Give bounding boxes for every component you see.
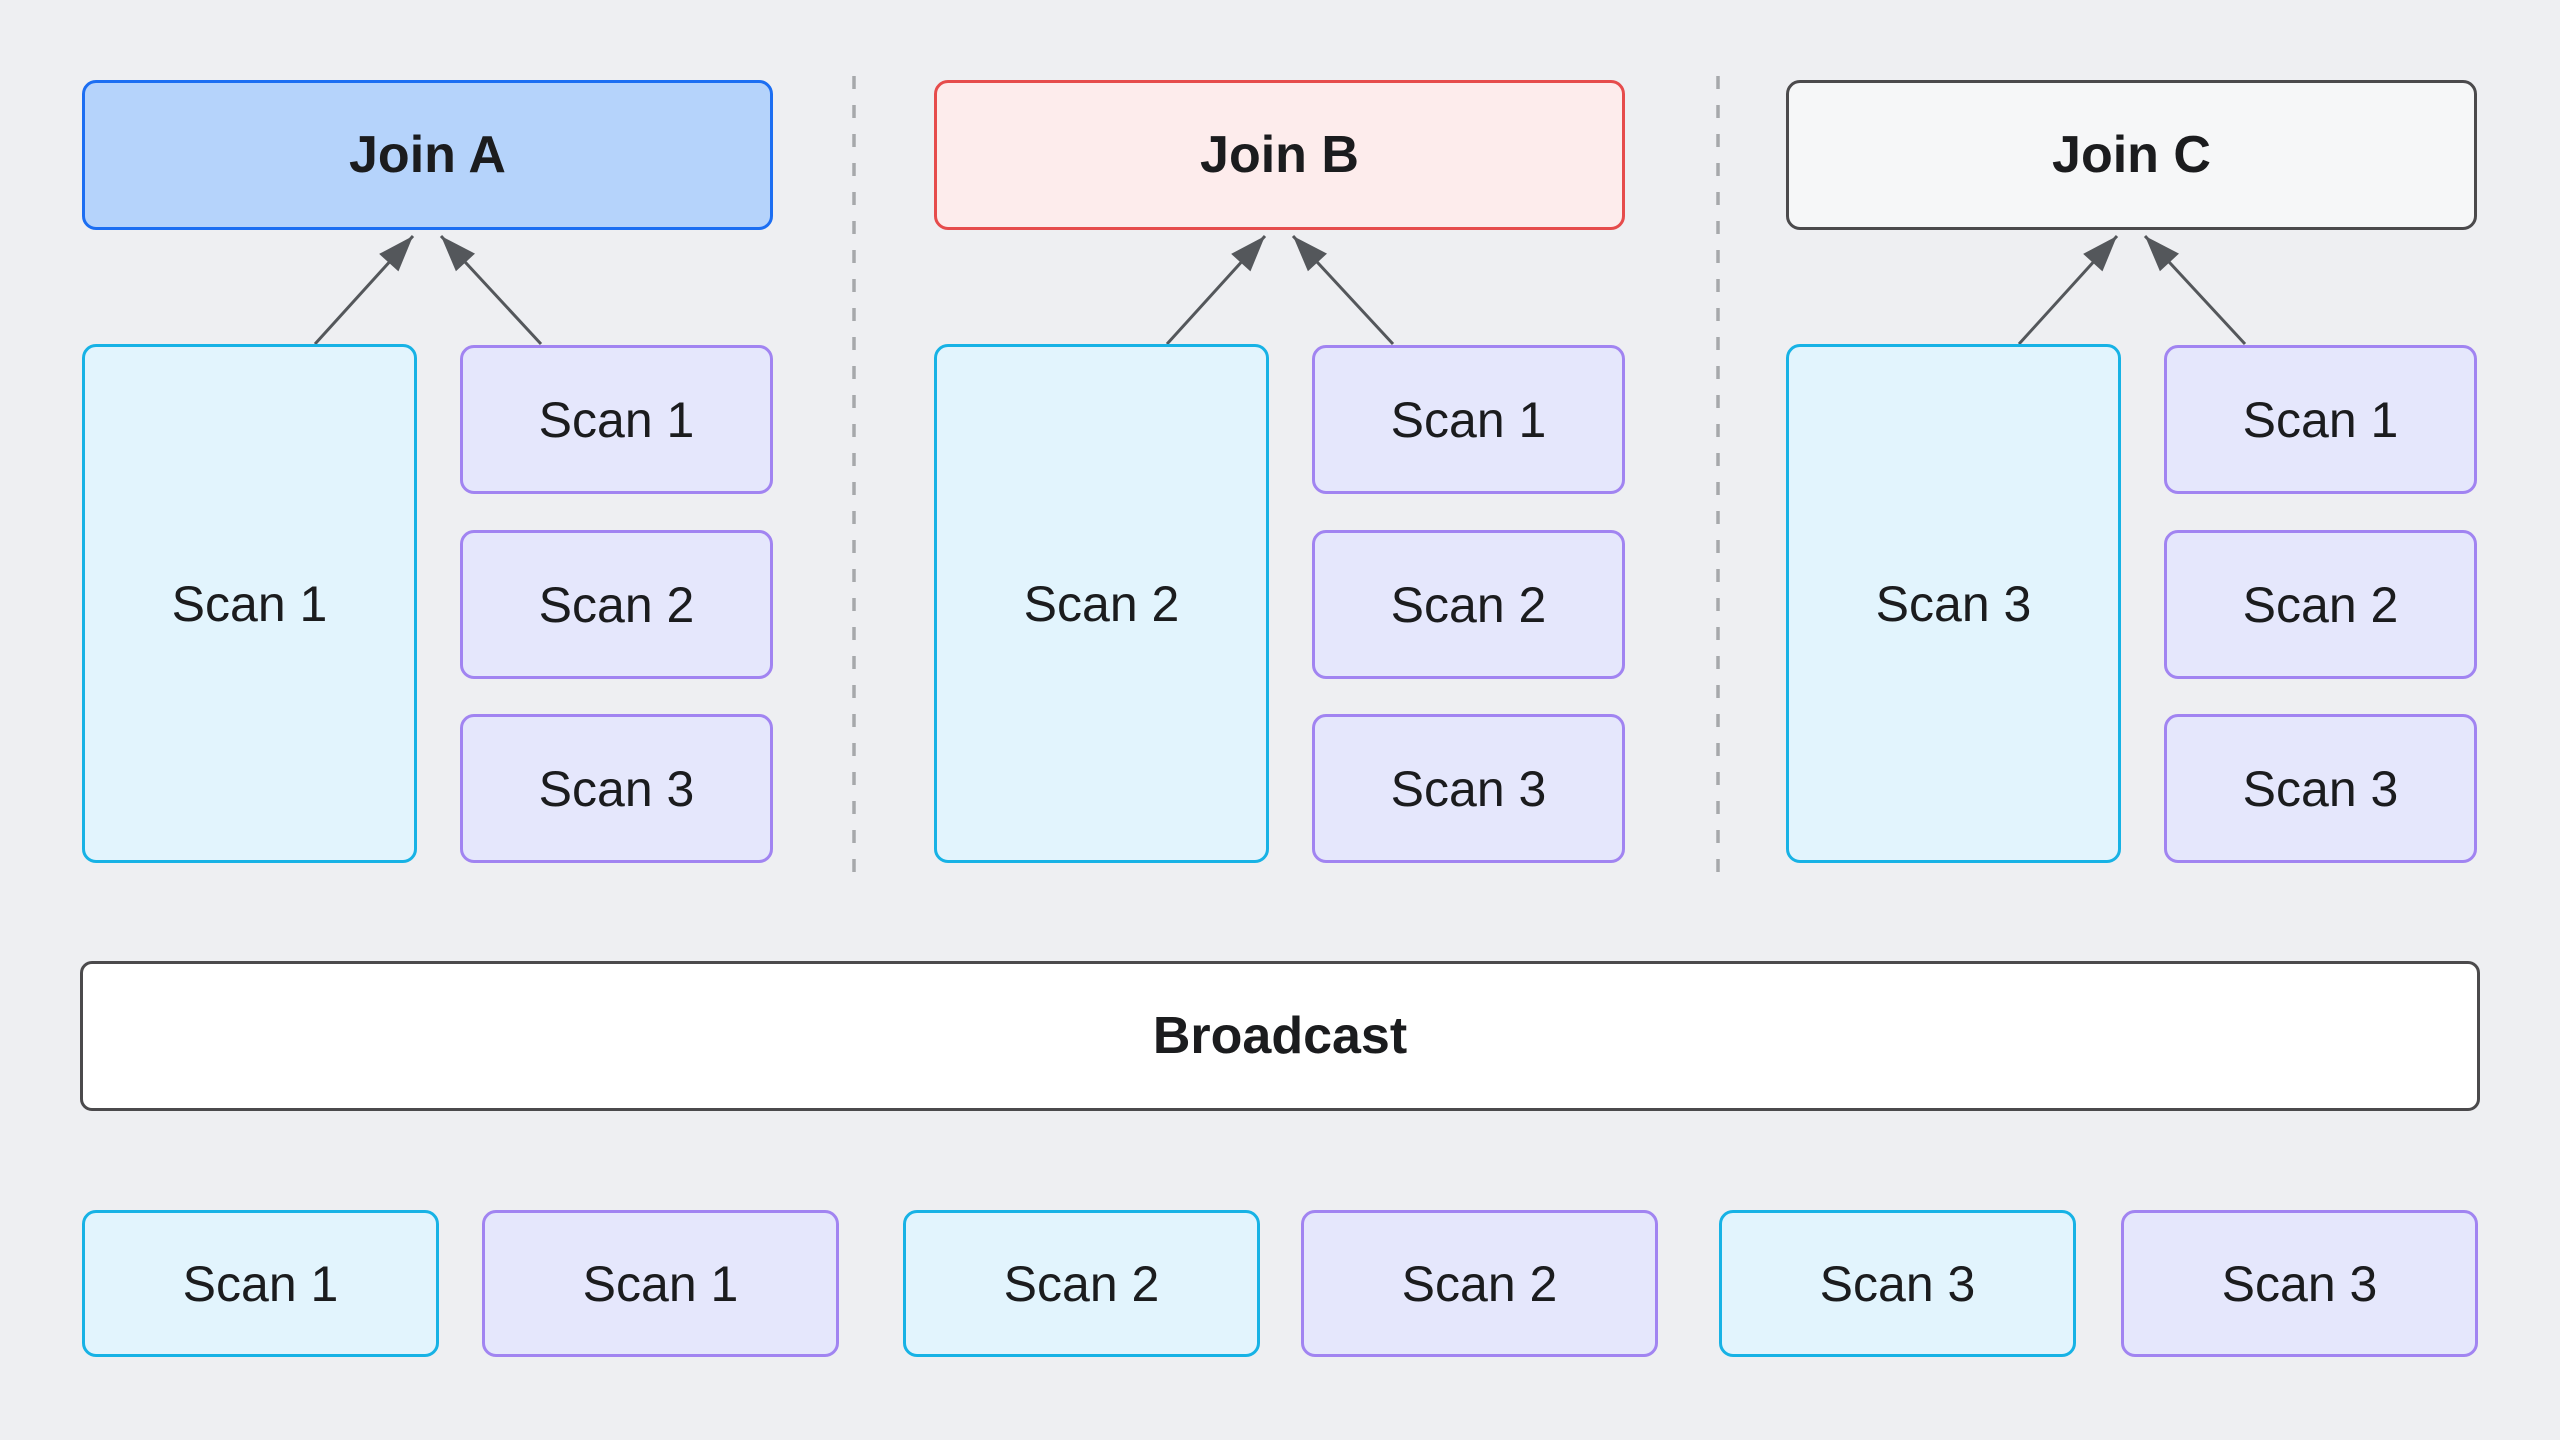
bottom-scan-node-1-cyan: Scan 1 — [82, 1210, 439, 1357]
build-scan-node-a: Scan 1 — [82, 344, 417, 863]
bottom-scan-node-2-purple: Scan 2 — [1301, 1210, 1658, 1357]
arrow-build-c-to-join-c — [2017, 234, 2119, 346]
probe-scan-node-b-1: Scan 1 — [1312, 345, 1625, 494]
bottom-scan-node-3-purple: Scan 3 — [2121, 1210, 2478, 1357]
join-c-node: Join C — [1786, 80, 2477, 230]
probe-scan-node-a-1: Scan 1 — [460, 345, 773, 494]
arrow-build-a-to-join-a — [313, 234, 415, 346]
arrow-probes-b-to-join-b — [1291, 234, 1395, 346]
bottom-scan-node-1-purple: Scan 1 — [482, 1210, 839, 1357]
join-b-node: Join B — [934, 80, 1625, 230]
arrow-probes-a-to-join-a — [439, 234, 543, 346]
build-scan-node-c: Scan 3 — [1786, 344, 2121, 863]
bottom-scan-node-3-cyan: Scan 3 — [1719, 1210, 2076, 1357]
build-scan-node-b: Scan 2 — [934, 344, 1269, 863]
arrow-build-b-to-join-b — [1165, 234, 1267, 346]
broadcast-node: Broadcast — [80, 961, 2480, 1111]
probe-scan-node-c-2: Scan 2 — [2164, 530, 2477, 679]
probe-scan-node-b-2: Scan 2 — [1312, 530, 1625, 679]
probe-scan-node-b-3: Scan 3 — [1312, 714, 1625, 863]
join-a-node: Join A — [82, 80, 773, 230]
probe-scan-node-a-2: Scan 2 — [460, 530, 773, 679]
probe-scan-node-c-1: Scan 1 — [2164, 345, 2477, 494]
bottom-scan-node-2-cyan: Scan 2 — [903, 1210, 1260, 1357]
probe-scan-node-a-3: Scan 3 — [460, 714, 773, 863]
probe-scan-node-c-3: Scan 3 — [2164, 714, 2477, 863]
arrow-probes-c-to-join-c — [2143, 234, 2247, 346]
